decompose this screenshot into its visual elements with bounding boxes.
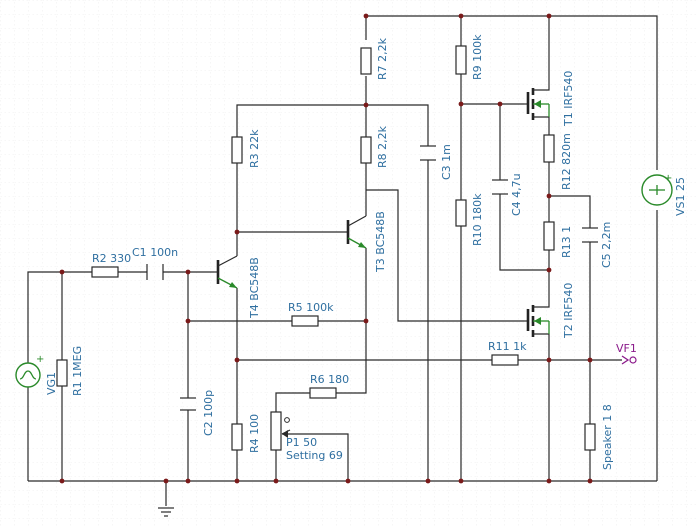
mosfet-t2[interactable] xyxy=(524,303,550,338)
mosfet-t1[interactable] xyxy=(524,86,550,120)
capacitor-c1[interactable] xyxy=(146,264,164,280)
label-r2: R2 330 xyxy=(92,252,131,265)
wires xyxy=(27,15,658,506)
resistor-r7[interactable] xyxy=(360,47,372,75)
label-r6: R6 180 xyxy=(310,373,349,386)
vg1-plus-sign: + xyxy=(36,354,44,365)
label-c4: C4 4,7u xyxy=(510,173,523,216)
output-probe-vf1[interactable] xyxy=(621,355,637,365)
label-r11: R11 1k xyxy=(488,340,527,353)
resistor-r9[interactable] xyxy=(455,45,467,75)
vs1-plus-sign: + xyxy=(664,173,672,184)
capacitor-c4[interactable] xyxy=(492,179,508,195)
resistor-r2[interactable] xyxy=(91,266,119,278)
resistor-r13[interactable] xyxy=(543,221,555,251)
label-r8: R8 2,2k xyxy=(376,125,389,168)
label-r9: R9 100k xyxy=(471,34,484,80)
label-c5: C5 2,2m xyxy=(600,222,613,268)
label-r12: R12 820m xyxy=(560,133,573,190)
resistor-r6[interactable] xyxy=(309,387,337,399)
label-t3: T3 BC548B xyxy=(374,211,387,273)
label-r3: R3 22k xyxy=(248,129,261,168)
transistor-t4[interactable] xyxy=(214,255,238,289)
label-c1: C1 100n xyxy=(132,246,178,259)
dc-source-vs1[interactable]: + xyxy=(641,173,673,206)
resistor-r1[interactable] xyxy=(56,359,68,387)
label-t2: T2 IRF540 xyxy=(562,283,575,339)
label-p1: P1 50 xyxy=(286,436,317,449)
label-r5: R5 100k xyxy=(288,301,334,314)
label-r7: R7 2,2k xyxy=(376,37,389,80)
resistor-r8[interactable] xyxy=(360,136,372,164)
capacitor-c2[interactable] xyxy=(180,397,196,411)
resistor-r11[interactable] xyxy=(491,354,519,366)
label-t1: T1 IRF540 xyxy=(562,71,575,127)
signal-source-vg1[interactable]: + xyxy=(15,354,44,388)
speaker-load[interactable] xyxy=(584,423,596,451)
transistor-t3[interactable] xyxy=(346,215,367,249)
label-speaker: Speaker 1 8 xyxy=(601,404,614,470)
capacitor-c5[interactable] xyxy=(582,227,598,243)
label-r4: R4 100 xyxy=(248,414,261,453)
capacitor-c3[interactable] xyxy=(420,145,436,161)
potentiometer-p1[interactable] xyxy=(270,411,291,451)
label-c2: C2 100p xyxy=(202,390,215,436)
label-vs1: VS1 25 xyxy=(674,177,687,216)
resistor-r4[interactable] xyxy=(231,423,243,451)
capacitors xyxy=(146,145,598,411)
resistor-r12[interactable] xyxy=(543,134,555,163)
label-vg1: VG1 xyxy=(45,372,58,395)
label-c3: C3 1m xyxy=(440,144,453,180)
label-r10: R10 180k xyxy=(471,193,484,246)
resistors xyxy=(56,45,596,451)
resistor-r5[interactable] xyxy=(291,315,319,327)
label-r13: R13 1 xyxy=(560,226,573,258)
label-t4: T4 BC548B xyxy=(248,257,261,319)
label-p1-setting: Setting 69 xyxy=(286,449,343,462)
label-vf1: VF1 xyxy=(616,342,637,355)
label-r1: R1 1MEG xyxy=(71,346,84,396)
junction-dots xyxy=(59,13,593,484)
resistor-r10[interactable] xyxy=(455,199,467,227)
ground-symbol xyxy=(158,507,174,517)
resistor-r3[interactable] xyxy=(231,136,243,164)
